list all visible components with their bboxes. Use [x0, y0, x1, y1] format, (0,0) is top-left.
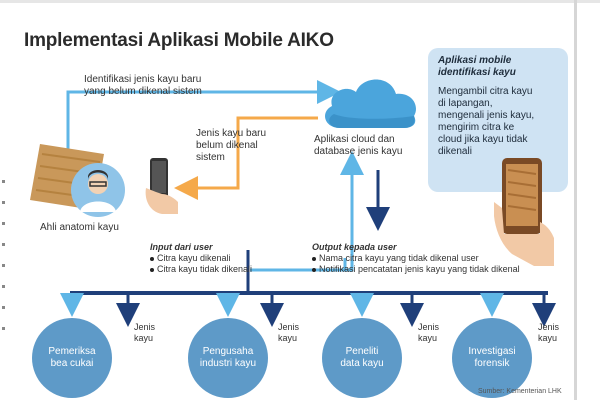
arrow-expert-to-cloud — [66, 80, 341, 150]
right-border — [574, 0, 577, 400]
output-item: Notifikasi pencatatan jenis kayu yang ti… — [312, 264, 520, 275]
arrow-cloud-to-phone — [174, 116, 318, 200]
left-margin-marks — [2, 180, 8, 348]
input-item: Citra kayu dikenali — [150, 253, 252, 264]
output-item: Nama citra kayu yang tidak dikenal user — [312, 253, 520, 264]
output-heading: Output kepada user — [312, 242, 397, 252]
output-section: Output kepada user Nama citra kayu yang … — [312, 242, 520, 275]
top-border — [0, 0, 600, 3]
arrow-input-to-cloud — [250, 160, 352, 272]
input-section: Input dari user Citra kayu dikenali Citr… — [150, 242, 252, 275]
page-title: Implementasi Aplikasi Mobile AIKO — [24, 30, 334, 51]
expert-avatar-icon — [71, 163, 125, 217]
input-item: Citra kayu tidak dikenali — [150, 264, 252, 275]
phone-icon — [145, 158, 178, 214]
hand-phone-icon — [494, 158, 554, 266]
cloud-icon — [325, 79, 416, 128]
expert-label: Ahli anatomi kayu — [40, 222, 119, 233]
input-heading: Input dari user — [150, 242, 213, 252]
source-note: Sumber: Kementerian LHK — [478, 388, 562, 395]
